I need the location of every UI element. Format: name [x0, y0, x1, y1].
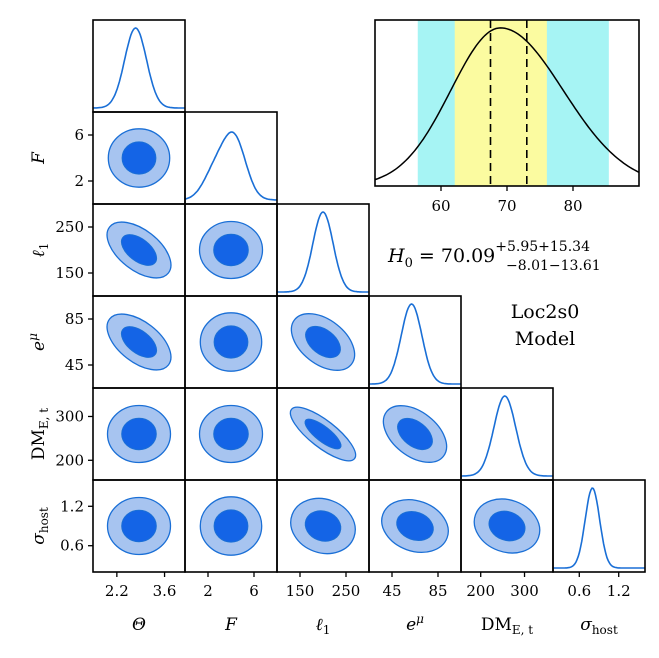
- y-tick-label: 2: [74, 172, 84, 190]
- x-tick-label: 45: [382, 582, 401, 600]
- x-tick-label: 300: [510, 582, 539, 600]
- x-axis-label: ℓ1: [316, 615, 331, 637]
- x-axis-label: σhost: [580, 615, 618, 637]
- credible-band-68: [454, 20, 547, 186]
- y-tick-label: 0.6: [60, 537, 84, 555]
- contour-68: [213, 233, 249, 267]
- contour-68: [213, 417, 249, 451]
- marginal-curve: [277, 211, 369, 293]
- contour-68: [304, 510, 342, 542]
- contour-68: [213, 509, 249, 543]
- y-axis-label: ℓ1: [29, 243, 51, 258]
- contour-68: [120, 234, 158, 266]
- x-tick-label: 0.6: [567, 582, 591, 600]
- h0-posterior-curve: [374, 27, 640, 181]
- x-tick-label: 200: [466, 582, 495, 600]
- x-tick-label: 6: [249, 582, 259, 600]
- y-tick-label: 300: [55, 407, 84, 425]
- x-axis-label: Θ: [132, 615, 146, 635]
- h0-posterior-inset: 60 70 80: [374, 19, 640, 215]
- contour-68: [488, 510, 526, 542]
- x-axis-label: DME, t: [481, 615, 533, 637]
- y-tick-label: 45: [65, 356, 84, 374]
- model-label-line1: Loc2s0: [511, 301, 580, 323]
- y-axis-label: eμ: [26, 333, 49, 351]
- x-axis-label: eμ: [406, 612, 424, 635]
- x-tick-label: 2: [203, 582, 213, 600]
- marginal-curve: [369, 303, 461, 385]
- panel-frame: [460, 479, 554, 573]
- contour-68: [304, 418, 342, 450]
- panel-frame: [276, 203, 370, 297]
- contour-68: [397, 417, 433, 451]
- inset-x-tick-label: 80: [563, 197, 582, 215]
- marginal-curve: [92, 27, 185, 109]
- panel-frame: [460, 387, 554, 481]
- y-tick-label: 1.2: [60, 497, 84, 515]
- y-axis-label: σhost: [29, 507, 51, 545]
- marginal-curve: [461, 395, 553, 477]
- contour-68: [213, 325, 249, 359]
- y-axis-label: F: [29, 151, 49, 165]
- y-tick-label: 200: [55, 451, 84, 469]
- y-tick-label: 250: [55, 218, 84, 236]
- y-tick-label: 150: [55, 264, 84, 282]
- y-tick-label: 6: [74, 126, 84, 144]
- y-axis-label: DME, t: [29, 408, 51, 460]
- model-label-line2: Model: [515, 328, 575, 350]
- x-tick-label: 2.2: [105, 582, 129, 600]
- marginal-curve: [553, 487, 645, 569]
- x-tick-label: 150: [286, 582, 315, 600]
- inset-x-tick-label: 70: [497, 197, 516, 215]
- contour-68: [121, 141, 157, 175]
- inset-x-tick-label: 60: [431, 197, 450, 215]
- x-axis-label: F: [224, 615, 238, 635]
- x-tick-label: 1.2: [607, 582, 631, 600]
- panel-frame: [552, 479, 646, 573]
- contour-68: [121, 417, 157, 451]
- contour-68: [121, 509, 157, 543]
- y-tick-label: 85: [65, 310, 84, 328]
- x-tick-label: 250: [332, 582, 361, 600]
- contour-68: [396, 511, 434, 541]
- x-tick-label: 3.6: [153, 582, 177, 600]
- contour-68: [120, 326, 158, 358]
- x-tick-label: 85: [428, 582, 447, 600]
- marginal-curve: [184, 131, 277, 201]
- contour-68: [305, 325, 341, 359]
- h0-annotation: H0 = 70.09+5.95+15.34−8.01−13.61: [387, 239, 601, 274]
